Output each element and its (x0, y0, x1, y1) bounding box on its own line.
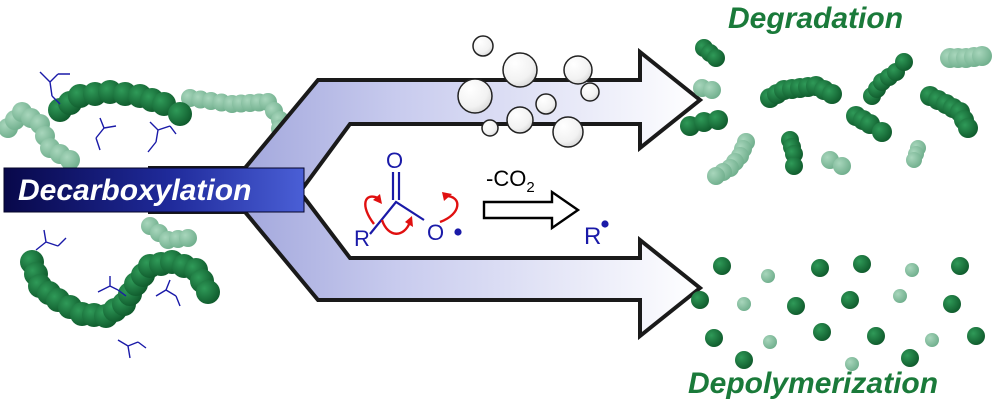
monomer-bead-icon (901, 349, 919, 367)
dark-chain-bead-icon (168, 102, 192, 126)
co2-bubbles (457, 35, 600, 148)
monomer-bead-icon (867, 327, 885, 345)
monomer-bead-icon (853, 255, 871, 273)
degraded-fragments (680, 39, 992, 185)
monomer-bead-icon (713, 257, 731, 275)
product-radical: R (584, 223, 601, 250)
fragment-bead-icon (707, 49, 725, 67)
electron-push-arrows (364, 194, 459, 235)
fragment-bead-icon (708, 110, 728, 130)
monomer-beads (691, 255, 985, 371)
monomer-bead-icon (943, 295, 961, 313)
monomer-light-bead-icon (845, 357, 859, 371)
carbonyl-oxygen: O (386, 148, 403, 173)
monomer-light-bead-icon (761, 269, 775, 283)
bubble-icon (506, 106, 534, 134)
dark-chain-bead-icon (196, 280, 220, 304)
fragment-bead-icon (822, 84, 842, 104)
monomer-light-bead-icon (763, 335, 777, 349)
monomer-bead-icon (787, 297, 805, 315)
carbonyl-double-bond (391, 172, 401, 200)
fragment-light-bead-icon (703, 81, 721, 99)
fragment-light-bead-icon (906, 152, 922, 168)
bubble-icon (563, 55, 593, 85)
light-chain-bead-icon (60, 150, 80, 170)
ester-oxygen: O (427, 220, 444, 245)
monomer-bead-icon (841, 291, 859, 309)
degradation-label: Degradation (728, 2, 903, 35)
monomer-bead-icon (951, 257, 969, 275)
decarboxylation-box: Decarboxylation (3, 167, 305, 213)
reaction-scheme: O R O -CO2 R (354, 148, 609, 251)
monomer-bead-icon (811, 259, 829, 277)
pendant-ester-groups (35, 71, 181, 359)
arrowheads (373, 192, 452, 227)
monomer-bead-icon (813, 323, 831, 341)
product-radical-dot-icon (601, 220, 609, 228)
monomer-light-bead-icon (905, 263, 919, 277)
bubble-icon (552, 116, 584, 148)
fragment-light-bead-icon (707, 167, 725, 185)
fragment-light-bead-icon (972, 46, 992, 66)
fragment-bead-icon (958, 118, 978, 138)
light-chain-bead-icon (179, 229, 197, 247)
bubble-icon (502, 52, 538, 88)
decarboxylation-label: Decarboxylation (18, 174, 251, 207)
ester-bonds (369, 200, 425, 235)
monomer-bead-icon (967, 327, 985, 345)
reaction-arrow-icon (482, 189, 581, 231)
monomer-bead-icon (705, 329, 723, 347)
bubble-icon (535, 93, 557, 115)
bubble-icon (580, 82, 600, 102)
fragment-bead-icon (872, 122, 892, 142)
monomer-bead-icon (691, 291, 709, 309)
r-group-label: R (354, 226, 370, 251)
monomer-light-bead-icon (893, 289, 907, 303)
foreground-polymer-chains (20, 80, 220, 328)
bubble-icon (457, 78, 493, 114)
monomer-light-bead-icon (925, 333, 939, 347)
co2-loss-label: -CO2 (486, 166, 535, 196)
depolymerization-label: Depolymerization (688, 367, 938, 400)
bubble-icon (481, 119, 499, 137)
fragment-bead-icon (895, 53, 913, 71)
fragment-light-bead-icon (833, 157, 851, 175)
monomer-light-bead-icon (737, 297, 751, 311)
fragment-bead-icon (785, 157, 803, 175)
monomer-bead-icon (735, 351, 753, 369)
bubble-icon (472, 35, 494, 57)
radical-dot-icon (454, 228, 462, 236)
